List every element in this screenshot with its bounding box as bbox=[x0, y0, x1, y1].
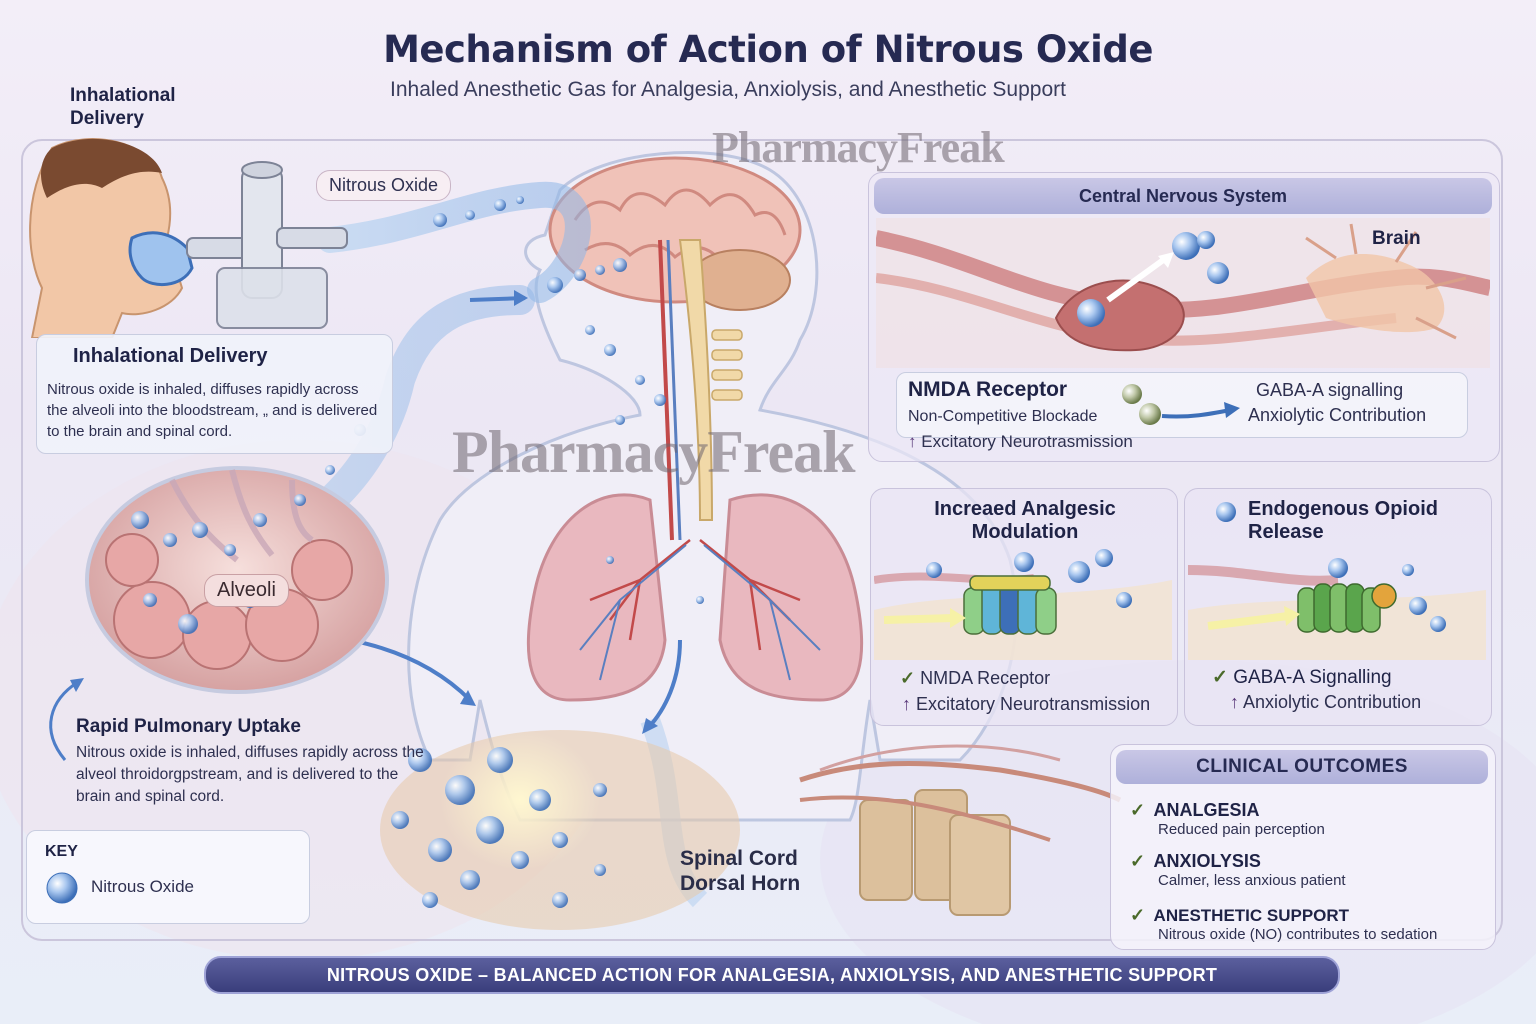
analgesic-arrow-row: ↑ Excitatory Neurotransmission bbox=[902, 694, 1151, 714]
page-title: Mechanism of Action of Nitrous Oxide bbox=[383, 28, 1153, 71]
key-title: KEY bbox=[45, 843, 78, 860]
spinal-cord-label: Spinal Cord Dorsal Horn bbox=[680, 847, 801, 895]
opioid-check-row: ✓ GABA-A Signalling bbox=[1212, 667, 1392, 688]
cns-nmda-line1: Non-Competitive Blockade bbox=[908, 408, 1098, 425]
outcome-anxiolysis: ✓ ANXIOLYSIS Calmer, less anxious patien… bbox=[1130, 851, 1346, 889]
delivery-card-text: Nitrous oxide is inhaled, diffuses rapid… bbox=[47, 381, 378, 440]
check-icon: ✓ bbox=[1212, 667, 1228, 688]
outcome-anesthetic-support: ✓ ANESTHETIC SUPPORT Nitrous oxide (NO) … bbox=[1130, 905, 1438, 943]
outcome-analgesia: ✓ ANALGESIA Reduced pain perception bbox=[1130, 800, 1325, 838]
key-box: KEY Nitrous Oxide bbox=[26, 830, 310, 924]
check-icon: ✓ bbox=[1130, 800, 1146, 820]
watermark-center: PharmacyFreak bbox=[452, 419, 855, 485]
brain-neuron-illustration bbox=[876, 218, 1490, 368]
uptake-title: Rapid Pulmonary Uptake bbox=[76, 716, 301, 737]
nitrous-oxide-tank-label: Nitrous Oxide bbox=[316, 170, 452, 201]
analgesic-check-row: ✓ NMDA Receptor bbox=[900, 668, 1051, 688]
arrow-up-icon: ↑ bbox=[908, 432, 917, 451]
cns-gaba-title: GABA-A signalling bbox=[1256, 380, 1404, 400]
opioid-arrow-row: ↑ Anxiolytic Contribution bbox=[1230, 692, 1422, 712]
arrow-up-icon: ↑ bbox=[902, 694, 911, 714]
footer-banner: NITROUS OXIDE – BALANCED ACTION FOR ANAL… bbox=[204, 956, 1340, 994]
cns-nmda-title: NMDA Receptor bbox=[908, 378, 1068, 401]
delivery-corner-label: Inhalational Delivery bbox=[70, 85, 176, 129]
opioid-title: Endogenous Opioid Release bbox=[1248, 498, 1438, 543]
check-icon: ✓ bbox=[900, 668, 916, 688]
page-subtitle: Inhaled Anesthetic Gas for Analgesia, An… bbox=[390, 78, 1066, 101]
cns-header: Central Nervous System bbox=[874, 178, 1492, 214]
check-icon: ✓ bbox=[1130, 905, 1146, 925]
key-item-label: Nitrous Oxide bbox=[91, 877, 194, 896]
nitrous-oxide-key-icon bbox=[46, 872, 78, 904]
check-icon: ✓ bbox=[1130, 851, 1146, 871]
arrow-up-icon: ↑ bbox=[1230, 692, 1239, 712]
analgesic-title: Increaed Analgesic Modulation bbox=[934, 498, 1116, 543]
nmda-to-gaba-arrow-icon bbox=[1122, 384, 1240, 425]
delivery-card-title: Inhalational Delivery bbox=[73, 345, 268, 367]
opioid-molecule-icon bbox=[1216, 502, 1236, 522]
gaba-receptor-illustration bbox=[1188, 558, 1486, 660]
uptake-text: Nitrous oxide is inhaled, diffuses rapid… bbox=[76, 744, 424, 805]
nmda-receptor-illustration bbox=[874, 549, 1172, 660]
nmda-gaba-card bbox=[896, 372, 1468, 438]
brain-label: Brain bbox=[1372, 228, 1421, 249]
cns-gaba-line1: Anxiolytic Contribution bbox=[1248, 405, 1427, 425]
cns-nmda-line2-wrap: ↑ Excitatory Neurotrasmission bbox=[908, 432, 1133, 451]
delivery-card: Inhalational Delivery Nitrous oxide is i… bbox=[36, 334, 393, 454]
watermark-top: PharmacyFreak bbox=[712, 123, 1005, 172]
alveoli-label: Alveoli bbox=[204, 574, 289, 607]
patient-with-mask-illustration bbox=[29, 138, 348, 338]
clinical-outcomes-header: CLINICAL OUTCOMES bbox=[1116, 750, 1488, 784]
